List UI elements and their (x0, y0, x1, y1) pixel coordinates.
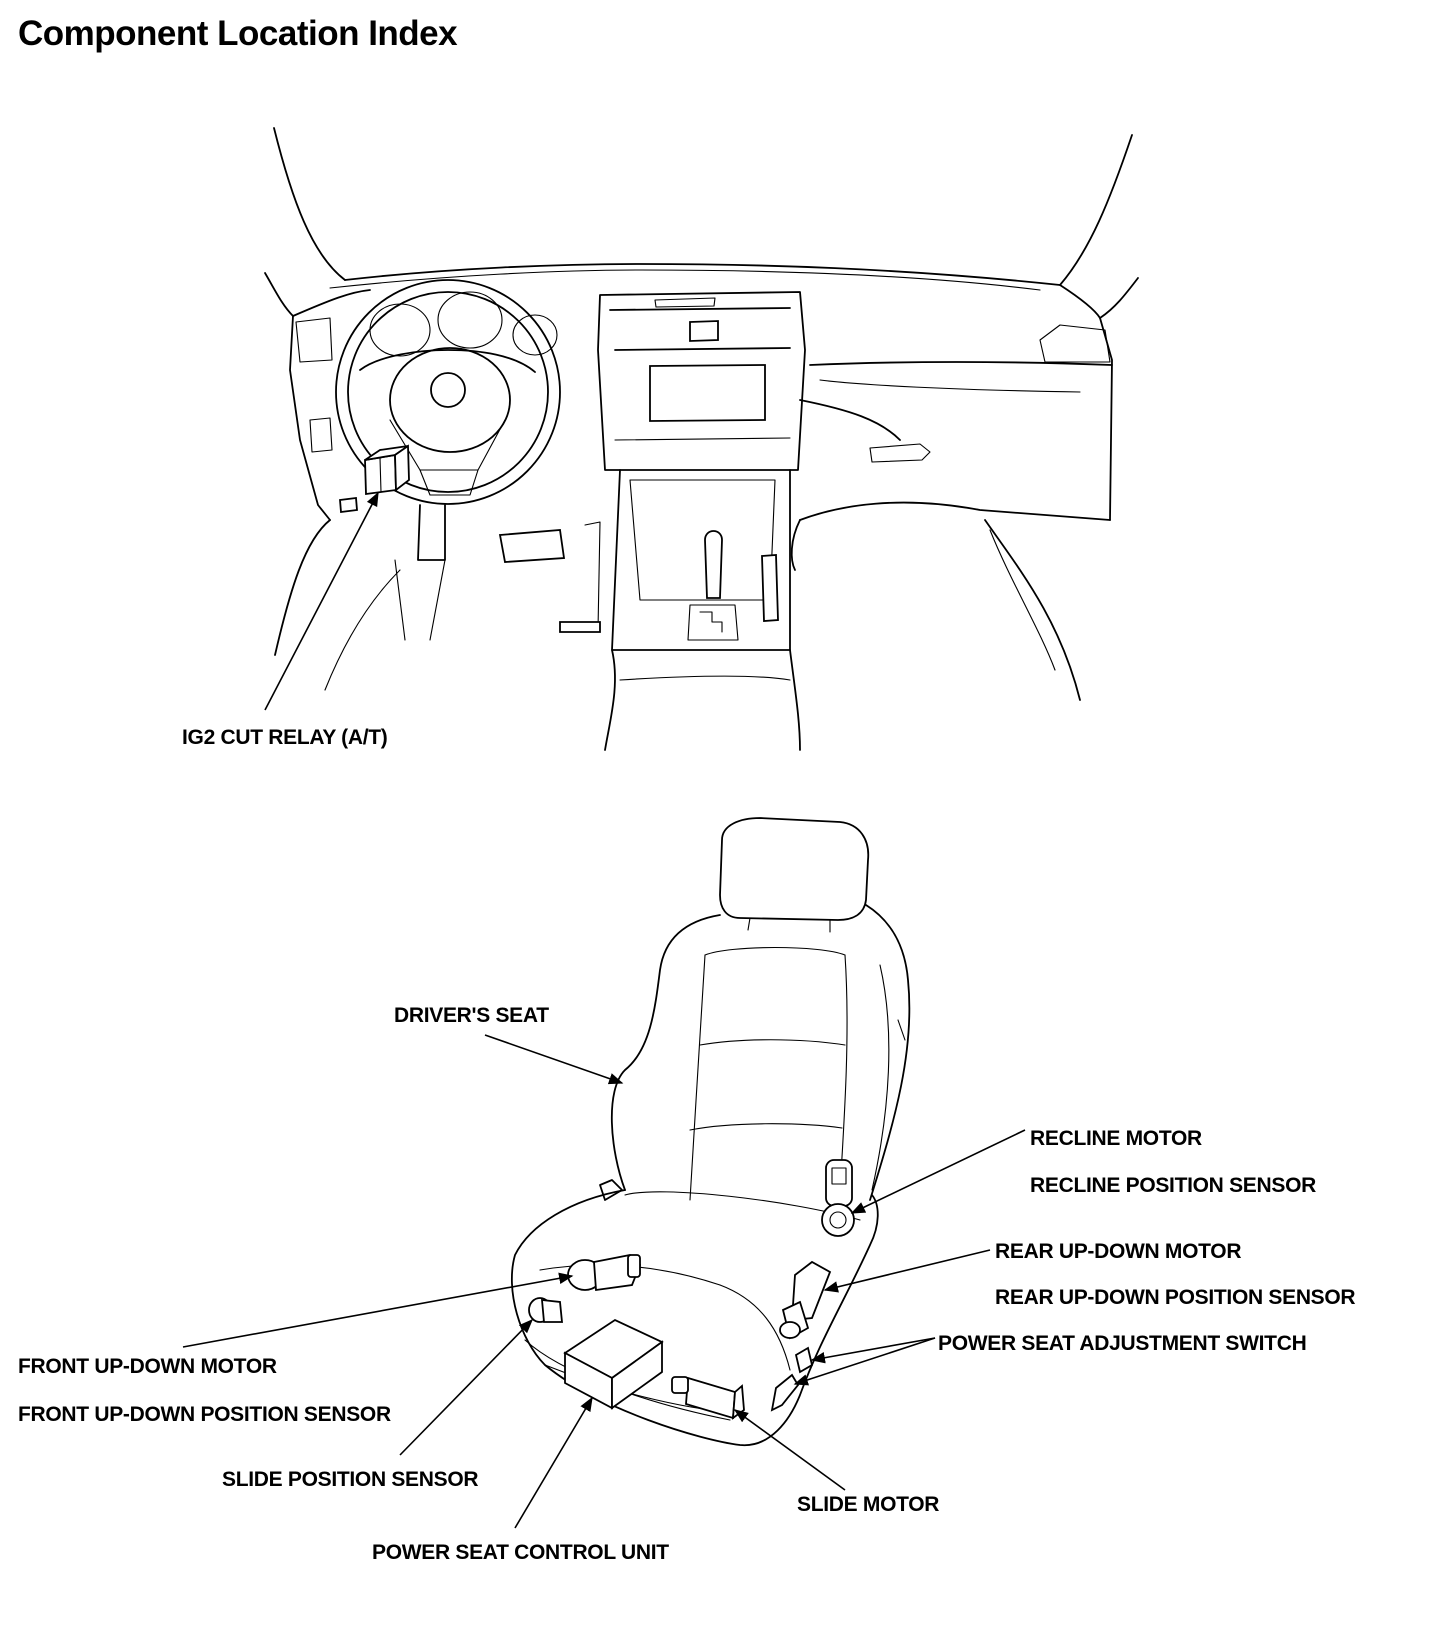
leader-ig2-cut-relay (264, 491, 379, 711)
front-up-down-motor-part (567, 1254, 642, 1292)
leader-adjustment-switch-lower (793, 1337, 936, 1386)
slide-motor-part (671, 1376, 745, 1420)
label-recline-position-sensor: RECLINE POSITION SENSOR (1030, 1174, 1316, 1197)
label-slide-position-sensor: SLIDE POSITION SENSOR (222, 1468, 479, 1491)
leader-drivers-seat (484, 1034, 624, 1085)
leader-front-up-down-motor (182, 1272, 574, 1348)
label-power-seat-control-unit: POWER SEAT CONTROL UNIT (372, 1541, 669, 1564)
label-drivers-seat: DRIVER'S SEAT (394, 1004, 549, 1027)
leader-slide-motor (733, 1409, 846, 1491)
slide-position-sensor-part (528, 1297, 563, 1323)
leader-recline-motor (850, 1129, 1026, 1214)
label-slide-motor: SLIDE MOTOR (797, 1493, 940, 1516)
ig2-cut-relay-part (364, 444, 410, 496)
recline-motor-part (821, 1159, 855, 1237)
label-recline-motor: RECLINE MOTOR (1030, 1127, 1202, 1150)
power-seat-adjustment-switch-part (770, 1346, 814, 1412)
leader-rear-up-down-motor (823, 1249, 991, 1293)
label-power-seat-adjustment-switch: POWER SEAT ADJUSTMENT SWITCH (938, 1332, 1307, 1355)
leader-lines (182, 491, 1026, 1529)
dashboard-illustration (264, 127, 1139, 751)
rear-up-down-motor-part (779, 1260, 832, 1340)
label-front-up-down-position-sensor: FRONT UP-DOWN POSITION SENSOR (18, 1403, 391, 1426)
leader-slide-position-sensor (399, 1318, 534, 1456)
label-ig2-cut-relay: IG2 CUT RELAY (A/T) (182, 726, 388, 749)
seat-illustration (511, 817, 911, 1446)
label-rear-up-down-position-sensor: REAR UP-DOWN POSITION SENSOR (995, 1286, 1356, 1309)
leader-power-seat-control-unit (514, 1396, 593, 1529)
label-front-up-down-motor: FRONT UP-DOWN MOTOR (18, 1355, 277, 1378)
label-rear-up-down-motor: REAR UP-DOWN MOTOR (995, 1240, 1242, 1263)
power-seat-control-unit-part (563, 1318, 664, 1410)
leader-adjustment-switch-upper (810, 1337, 936, 1364)
page-title: Component Location Index (18, 14, 458, 53)
